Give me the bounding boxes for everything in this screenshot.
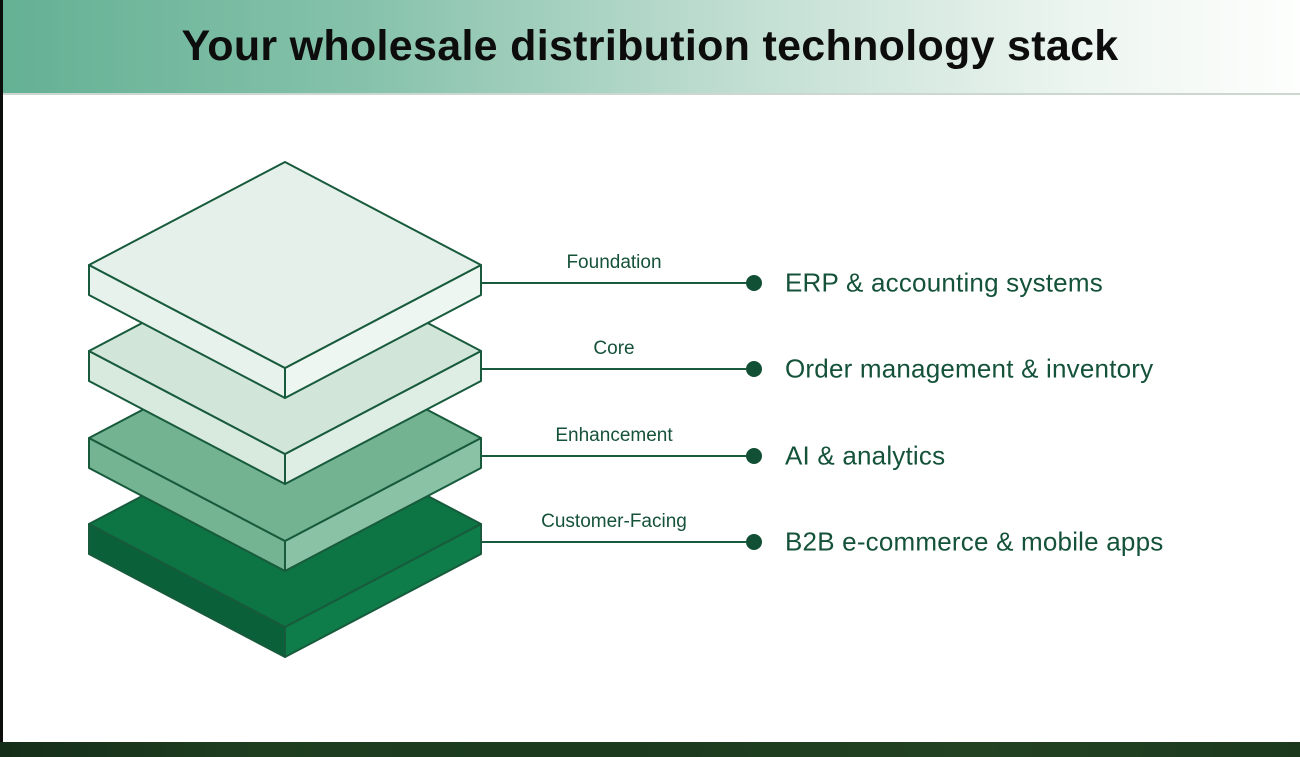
left-edge-stripe — [0, 0, 3, 757]
connector-core — [482, 361, 762, 377]
connector-foundation — [482, 275, 762, 291]
layer-foundation — [88, 161, 482, 399]
tier-label-enhancement: Enhancement — [555, 425, 673, 446]
item-label-enhancement: AI & analytics — [785, 440, 946, 471]
page-title: Your wholesale distribution technology s… — [181, 22, 1119, 70]
tier-label-core: Core — [593, 338, 635, 359]
connector-customer-facing — [482, 534, 762, 550]
connector-dot-core — [746, 361, 762, 377]
connector-dot-customer-facing — [746, 534, 762, 550]
tier-label-foundation: Foundation — [566, 252, 662, 273]
header-banner: Your wholesale distribution technology s… — [0, 0, 1300, 95]
connector-dot-enhancement — [746, 448, 762, 464]
item-label-customer-facing: B2B e-commerce & mobile apps — [785, 526, 1164, 557]
item-label-core: Order management & inventory — [785, 353, 1154, 384]
footer-bar — [0, 742, 1300, 757]
layer-foundation-top-face — [88, 161, 482, 369]
connector-dot-foundation — [746, 275, 762, 291]
item-label-foundation: ERP & accounting systems — [785, 267, 1103, 298]
connector-enhancement — [482, 448, 762, 464]
tier-label-customer-facing: Customer-Facing — [541, 511, 687, 532]
